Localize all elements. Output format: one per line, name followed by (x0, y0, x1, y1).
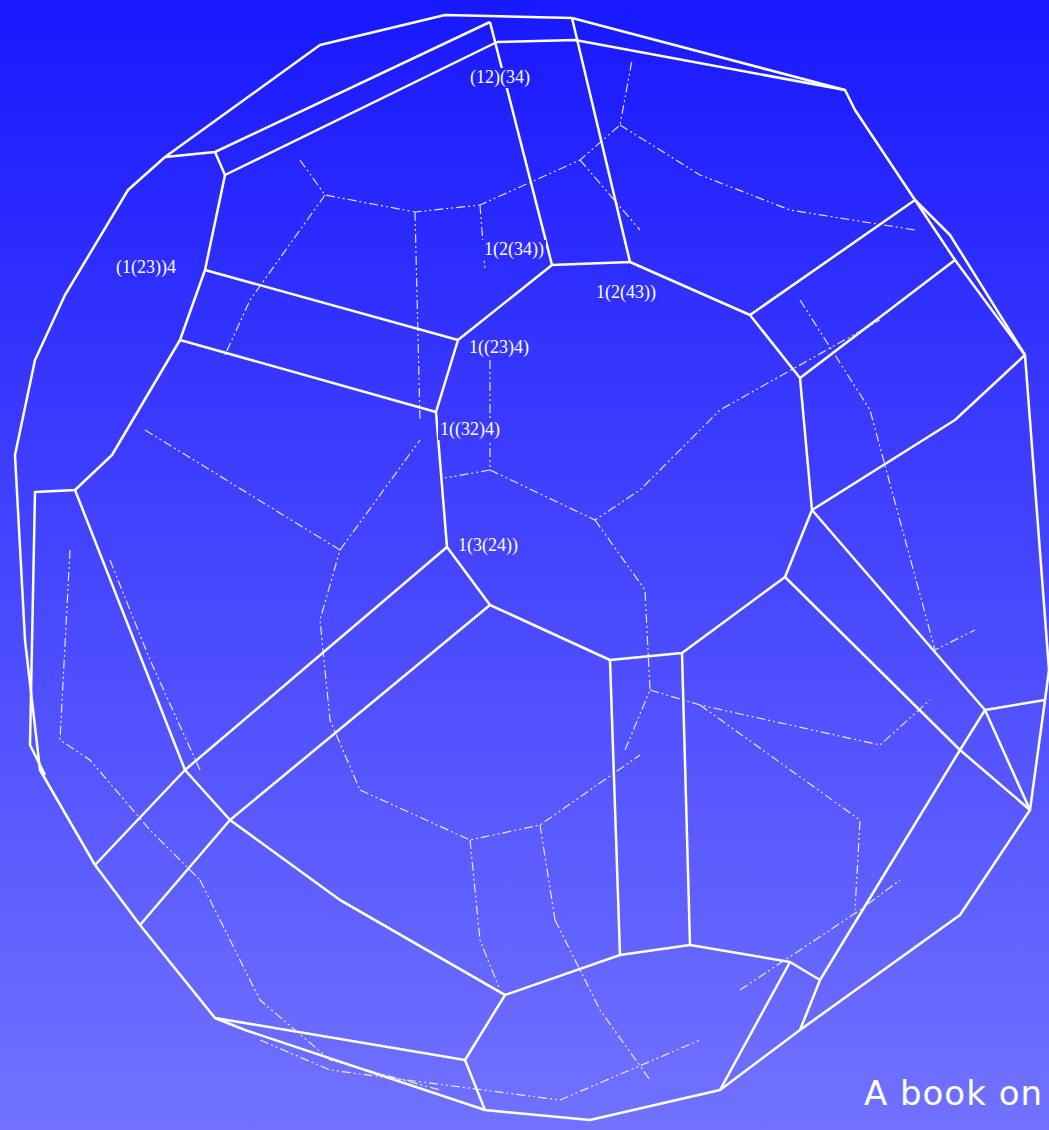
vertex-label: 1((23)4) (467, 338, 531, 358)
vertex-label: 1((32)4) (438, 420, 502, 440)
vertex-label: (1(23))4 (114, 258, 178, 278)
vertex-label: 1(3(24)) (456, 536, 520, 556)
cover-text: A book on (864, 1075, 1043, 1112)
visible-edges (15, 15, 1049, 1120)
vertex-label: 1(2(34)) (482, 240, 546, 260)
vertex-label: 1(2(43)) (594, 283, 658, 303)
hidden-edges (60, 60, 975, 1100)
vertex-label: (12)(34) (468, 68, 532, 88)
